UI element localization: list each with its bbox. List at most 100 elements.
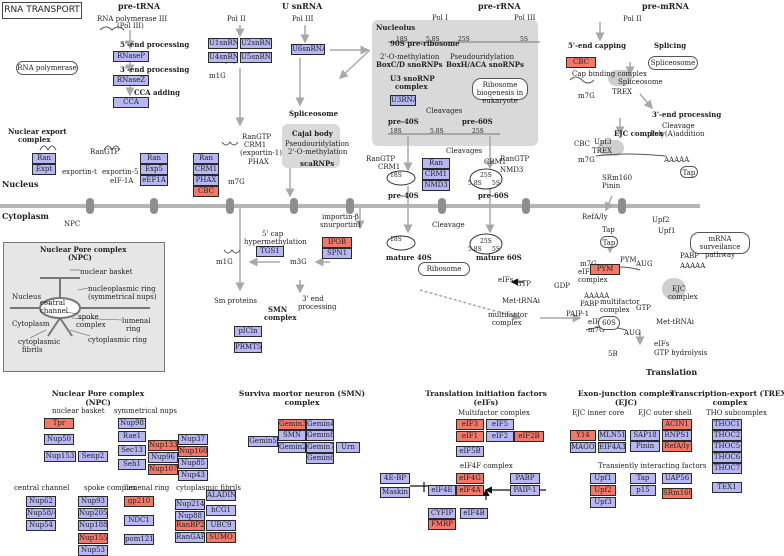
gene-box-ipob[interactable]: IPOB xyxy=(322,237,352,248)
gene-box-crm1[interactable]: CRM1 xyxy=(193,164,219,175)
gene-box-nup188[interactable]: Nup188 xyxy=(78,520,108,531)
gene-box-maskin[interactable]: Maskin xyxy=(380,487,410,498)
gene-box-rnasep[interactable]: RNaseP xyxy=(113,51,149,62)
gene-box-gemin7[interactable]: Gemin7 xyxy=(306,442,334,453)
gene-box-uap56[interactable]: UAP56 xyxy=(662,473,692,484)
gene-box-pym[interactable]: PYM xyxy=(590,264,620,275)
gene-box-tex1[interactable]: TEX1 xyxy=(712,482,742,493)
gene-box-upf2[interactable]: Upf2 xyxy=(590,485,616,496)
gene-box-eif4a[interactable]: eIF4A xyxy=(456,485,484,496)
gene-box-eif4g[interactable]: eIF4G xyxy=(456,473,484,484)
gene-box-eif4b[interactable]: eIF4B xyxy=(460,508,488,519)
gene-box-tpr[interactable]: Tpr xyxy=(44,418,74,429)
gene-box-nup85[interactable]: Nup85 xyxy=(178,458,208,469)
gene-box-u2snrna[interactable]: U2snRNA xyxy=(240,38,272,49)
gene-box-paip-1[interactable]: PAIP-1 xyxy=(510,485,540,496)
gene-box-nmd3[interactable]: NMD3 xyxy=(422,180,450,191)
gene-box-sap18[interactable]: SAP18 xyxy=(630,430,660,441)
gene-box-cbc[interactable]: CBC xyxy=(566,57,596,68)
gene-box-magoh[interactable]: MAGOH xyxy=(570,442,596,453)
gene-box-nup58-45[interactable]: Nup58/45 xyxy=(26,508,56,519)
gene-box-nup155[interactable]: Nup155 xyxy=(78,533,108,544)
gene-box-eif4e[interactable]: eIF4E xyxy=(428,485,456,496)
pathway-link[interactable]: Tap xyxy=(680,166,698,178)
gene-box-srm160[interactable]: SRm160 xyxy=(662,488,692,499)
gene-box-thoc2[interactable]: THOC2 xyxy=(712,430,742,441)
gene-box-rae1[interactable]: Rae1 xyxy=(118,431,146,442)
gene-box-nup96[interactable]: Nup96 xyxy=(148,452,178,463)
gene-box-cbc[interactable]: CBC xyxy=(193,186,219,197)
gene-box-tap[interactable]: Tap xyxy=(630,473,656,484)
gene-box-aladin[interactable]: ALADIN xyxy=(206,490,236,501)
gene-box-nup54[interactable]: Nup54 xyxy=(26,520,56,531)
gene-box-nup153[interactable]: Nup153 xyxy=(44,451,76,462)
gene-box-senp2[interactable]: Senp2 xyxy=(78,451,108,462)
gene-box-cyfip[interactable]: CYFIP xyxy=(428,508,456,519)
gene-box-eif1[interactable]: eIF1 xyxy=(456,431,484,442)
gene-box-eef1a[interactable]: eEF1A xyxy=(140,175,168,186)
pathway-link[interactable]: Ribosome xyxy=(418,262,470,276)
gene-box-rnps1[interactable]: RNPS1 xyxy=(662,430,692,441)
gene-box-ran[interactable]: Ran xyxy=(32,153,56,164)
gene-box-smn[interactable]: SMN xyxy=(278,430,306,441)
gene-box-nup43[interactable]: Nup43 xyxy=(178,470,208,481)
gene-box-nup214[interactable]: Nup214 xyxy=(175,499,205,510)
gene-box-mln51[interactable]: MLN51 xyxy=(598,430,626,441)
gene-box-thoc5[interactable]: THOC5 xyxy=(712,441,742,452)
gene-box-nup50[interactable]: Nup50 xyxy=(44,434,74,445)
gene-box-nup133[interactable]: Nup133 xyxy=(148,440,178,451)
pathway-link[interactable]: mRNA surveilance pathway xyxy=(690,232,750,259)
gene-box-p15[interactable]: p15 xyxy=(630,485,656,496)
gene-box-phax[interactable]: PHAX xyxy=(193,175,219,186)
gene-box-eif3[interactable]: eIF3 xyxy=(456,419,484,430)
gene-box-u4snrna[interactable]: U4snRNA xyxy=(208,52,238,63)
gene-box-nup37[interactable]: Nup37 xyxy=(178,434,208,445)
gene-box-pinin[interactable]: Pinin xyxy=(630,441,660,452)
gene-box-eif4a3[interactable]: EIF4A3 xyxy=(598,442,626,453)
gene-box-upf1[interactable]: Upf1 xyxy=(590,473,616,484)
gene-box-rangap[interactable]: RanGAP xyxy=(175,532,205,543)
gene-box-tgs1[interactable]: TGS1 xyxy=(256,246,284,257)
gene-box-prmt5[interactable]: PRMT5 xyxy=(234,342,262,353)
gene-box-u3rna[interactable]: U3RNA xyxy=(390,95,416,106)
gene-box-ubc9[interactable]: UBC9 xyxy=(206,520,236,531)
gene-box-nup93[interactable]: Nup93 xyxy=(78,496,108,507)
gene-box-refa-ly[interactable]: RefA/ly xyxy=(662,441,692,452)
gene-box-thoc7[interactable]: THOC7 xyxy=(712,463,742,474)
gene-box-u1snrna[interactable]: U1snRNA xyxy=(208,38,238,49)
gene-box-ran[interactable]: Ran xyxy=(422,158,450,169)
gene-box-pom121[interactable]: pom121 xyxy=(124,534,154,545)
gene-box-gemin5[interactable]: Gemin5 xyxy=(248,436,278,447)
gene-box-rnasez[interactable]: RNaseZ xyxy=(113,75,149,86)
gene-box-eif5b[interactable]: eIF5B xyxy=(456,446,484,457)
gene-box-gemin3[interactable]: Gemin3 xyxy=(278,419,306,430)
gene-box-u5snrna[interactable]: U5snRNA xyxy=(240,52,272,63)
gene-box-ran[interactable]: Ran xyxy=(140,153,168,164)
gene-box-fmrp[interactable]: FMRP xyxy=(428,519,456,530)
gene-box-expt[interactable]: Expt xyxy=(32,164,56,175)
gene-box-upf3[interactable]: Upf3 xyxy=(590,497,616,508)
gene-box-gemin2[interactable]: Gemin2 xyxy=(278,442,306,453)
gene-box-nup98[interactable]: Nup98 xyxy=(118,418,146,429)
pathway-link[interactable]: RNA polymerase xyxy=(16,61,78,75)
gene-box-eif5[interactable]: eIF5 xyxy=(486,419,514,430)
gene-box-sec13[interactable]: Sec13 xyxy=(118,445,146,456)
gene-box-u6snrna[interactable]: U6snRNA xyxy=(291,44,325,55)
gene-box-nup62[interactable]: Nup62 xyxy=(26,496,56,507)
gene-box-ranbp2[interactable]: RanBP2 xyxy=(175,520,205,531)
gene-box-urn[interactable]: Urn xyxy=(336,442,360,453)
gene-box-thoc1[interactable]: THOC1 xyxy=(712,419,742,430)
gene-box-nup160[interactable]: Nup160 xyxy=(178,446,208,457)
gene-box-seh1[interactable]: Seh1 xyxy=(118,459,146,470)
gene-box-sumo[interactable]: SUMO xyxy=(206,532,236,543)
gene-box-y14[interactable]: Y14 xyxy=(570,430,596,441)
gene-box-spn1[interactable]: SPN1 xyxy=(322,248,352,259)
pathway-link[interactable]: Tap xyxy=(600,236,618,248)
gene-box-pabp[interactable]: PABP xyxy=(510,473,540,484)
pathway-link[interactable]: 60S xyxy=(598,316,620,330)
gene-box-picln[interactable]: pICln xyxy=(234,326,262,337)
gene-box-cca[interactable]: CCA xyxy=(113,97,149,108)
gene-box-nup107[interactable]: Nup107 xyxy=(148,464,178,475)
gene-box-eif2[interactable]: eIF2 xyxy=(486,431,514,442)
gene-box-exp5[interactable]: Exp5 xyxy=(140,164,168,175)
